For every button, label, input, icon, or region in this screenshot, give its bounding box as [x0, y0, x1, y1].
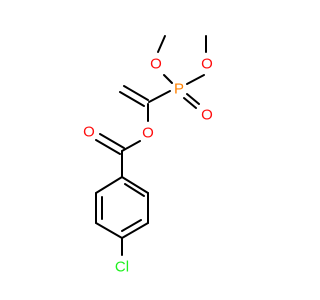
- atom-labels: O O P O O O Cl: [83, 56, 213, 276]
- bond-p-vinyl-c: [148, 90, 171, 103]
- bond-c-o-double-b: [95, 139, 121, 155]
- molecule-structure-diagram: O O P O O O Cl: [83, 35, 213, 276]
- bond-o1-p: [163, 74, 173, 84]
- atom-chlorine: Cl: [115, 259, 129, 276]
- ring-bond-6: [95, 176, 123, 194]
- bond-p-o-double-b: [186, 93, 200, 105]
- atom-o-methoxy-2: O: [201, 56, 213, 73]
- ring-bond-3-inner: [121, 219, 142, 232]
- atom-o-phosphoryl: O: [201, 107, 213, 124]
- atom-o-ester: O: [142, 125, 154, 142]
- ring-bond-3: [121, 222, 149, 239]
- bond-methyl1-o1: [157, 35, 166, 53]
- bond-vinyl-double-a: [123, 85, 149, 101]
- atom-o-carbonyl: O: [83, 124, 95, 141]
- bond-o2-p: [186, 74, 205, 85]
- bond-c-o-double-a: [99, 133, 125, 149]
- bond-vinyl-double-b: [119, 91, 145, 107]
- atom-o-methoxy-1: O: [150, 56, 162, 73]
- ring-bond-1-inner: [124, 183, 145, 197]
- atom-phosphorus: P: [174, 81, 184, 98]
- bonds: [95, 35, 207, 256]
- ring-bond-1: [121, 176, 149, 194]
- bond-p-o-double-a: [183, 97, 197, 109]
- bond-o-ester-c-carbonyl: [121, 140, 141, 152]
- ring-bond-4: [95, 222, 123, 239]
